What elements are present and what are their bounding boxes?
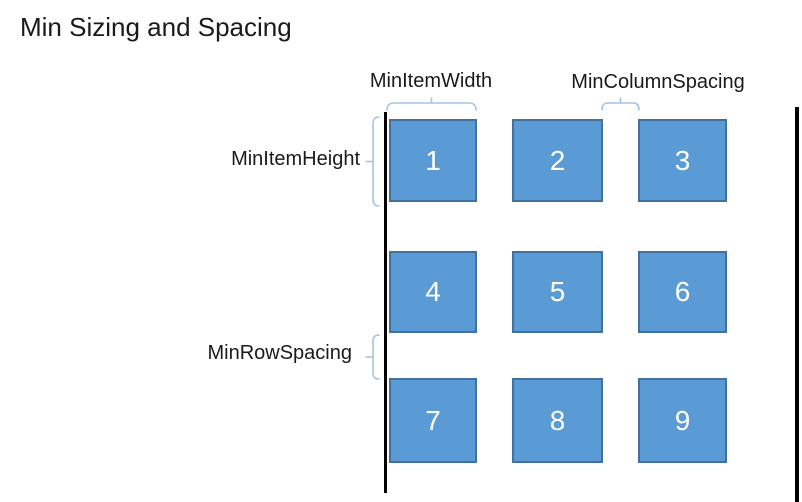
- grid-item: 1: [389, 119, 477, 202]
- right-edge-line: [795, 107, 799, 502]
- grid-item: 8: [512, 378, 603, 463]
- min-item-width-label: MinItemWidth: [369, 70, 493, 92]
- min-row-spacing-brace-icon: [365, 334, 380, 380]
- grid-item: 7: [389, 378, 477, 463]
- min-item-height-label: MinItemHeight: [231, 148, 360, 170]
- page-title: Min Sizing and Spacing: [20, 12, 292, 42]
- grid-item: 6: [638, 251, 727, 333]
- min-column-spacing-label: MinColumnSpacing: [571, 71, 745, 93]
- min-column-spacing-brace-icon: [601, 97, 640, 111]
- grid-item: 4: [389, 251, 477, 333]
- min-item-width-brace-icon: [386, 97, 477, 111]
- left-edge-line: [384, 112, 387, 493]
- grid-item: 5: [512, 251, 603, 333]
- grid-item: 2: [512, 119, 603, 202]
- min-item-height-brace-icon: [365, 116, 380, 207]
- grid-item: 3: [638, 119, 727, 202]
- grid-item: 9: [638, 378, 727, 463]
- min-row-spacing-label: MinRowSpacing: [207, 342, 352, 364]
